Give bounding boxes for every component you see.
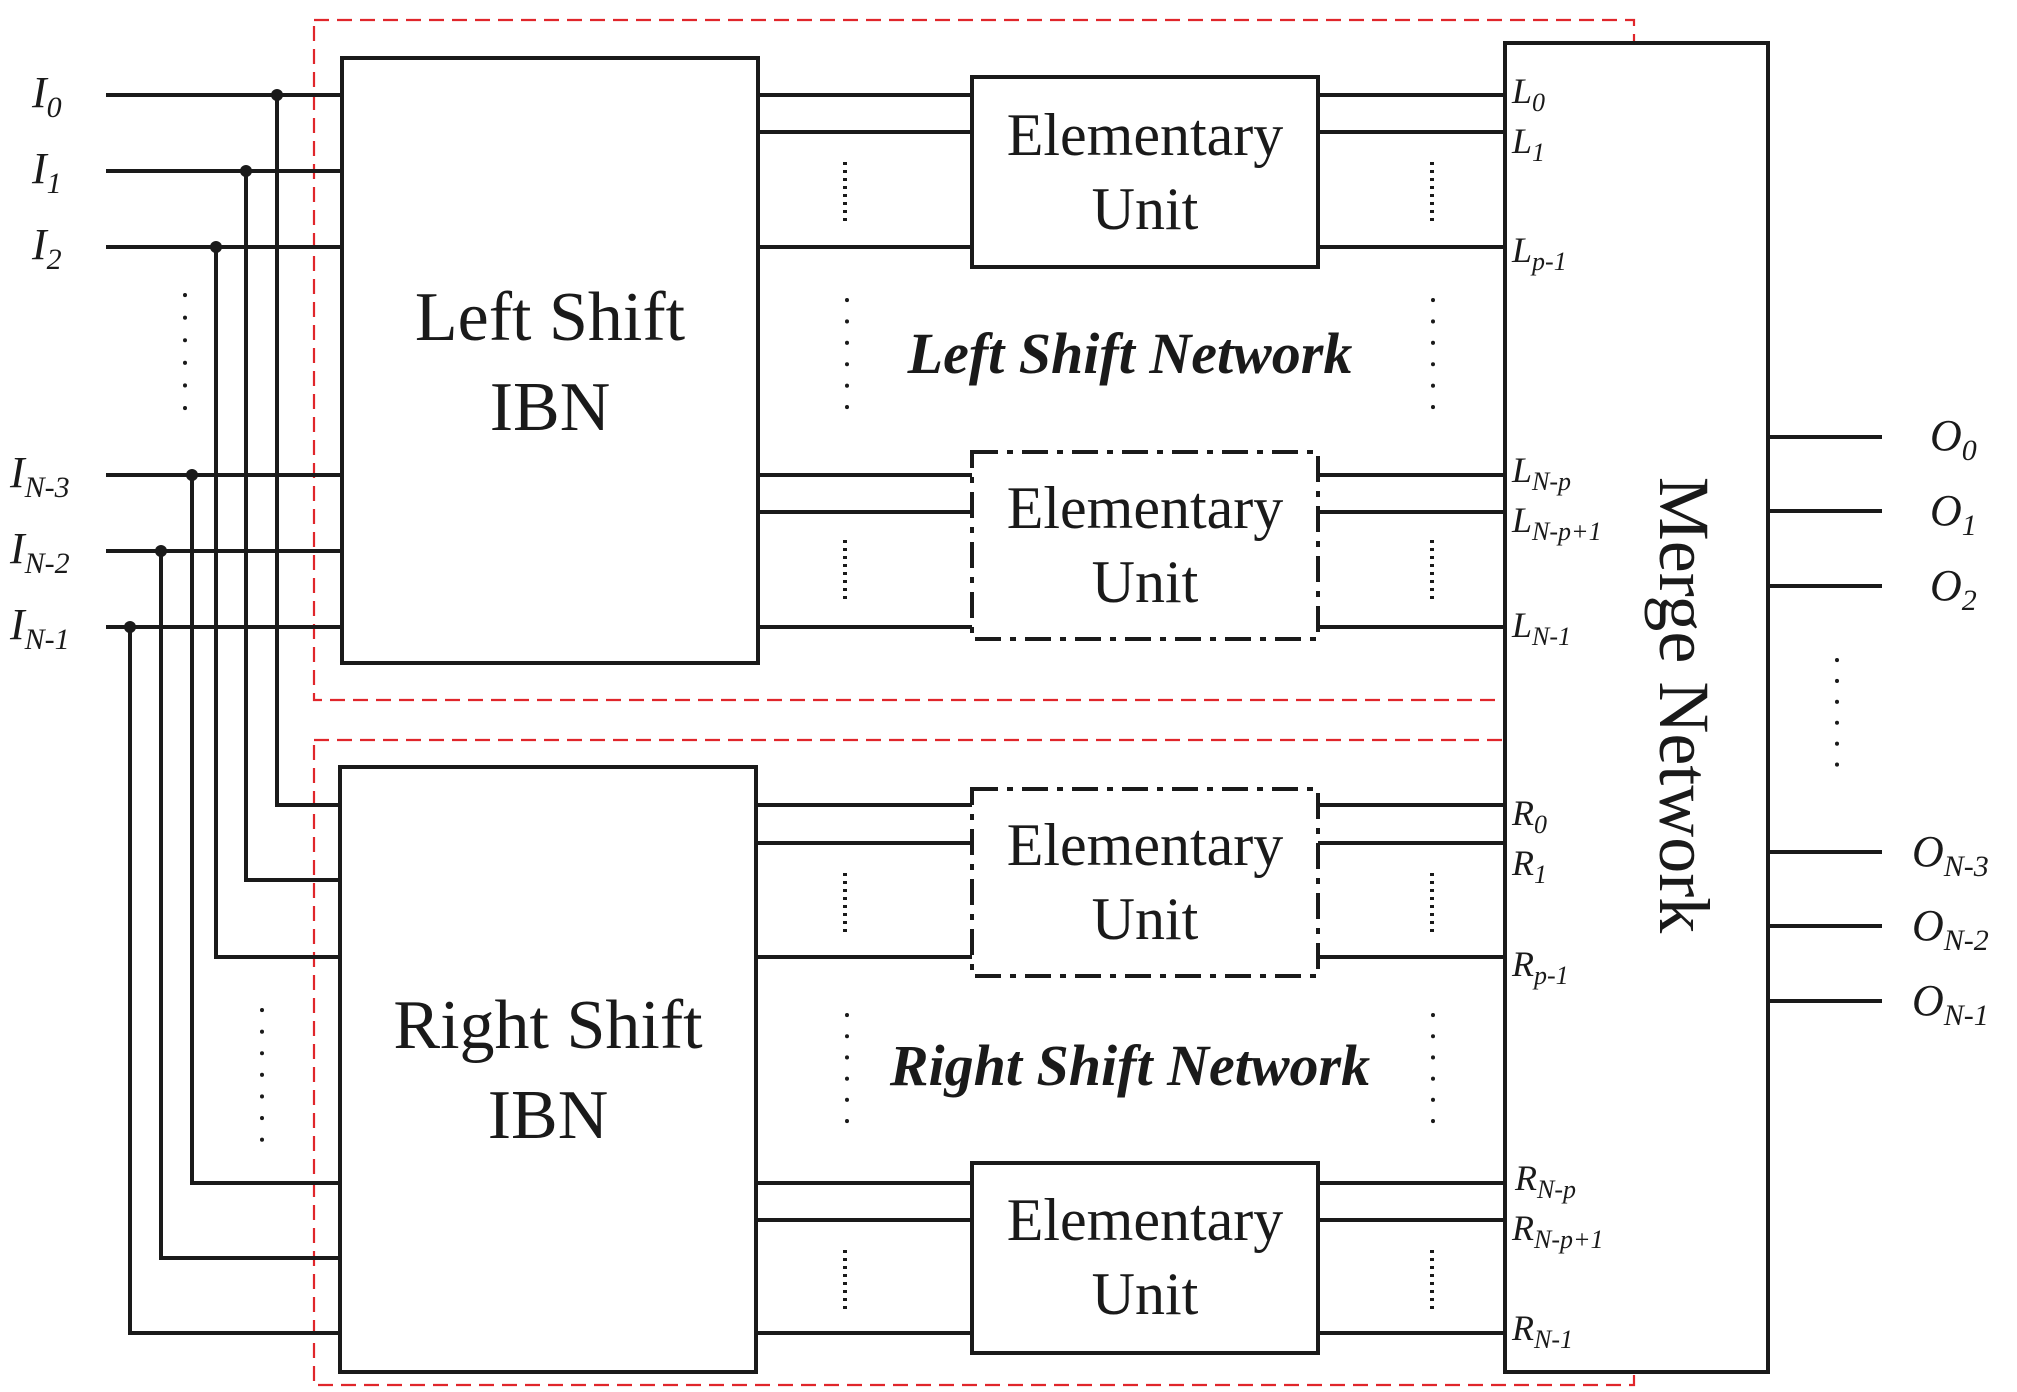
ellipsis-dots bbox=[183, 293, 1839, 1144]
right-shift-ibn-label-line2: IBN bbox=[488, 1077, 609, 1154]
left-network-wires bbox=[758, 93, 1505, 629]
port-label-lp1: Lp-1 bbox=[1511, 230, 1567, 276]
elementary-unit-left-bottom bbox=[970, 450, 1320, 641]
input-label-in1: IN-1 bbox=[9, 600, 70, 656]
small-ellipsis-dots bbox=[843, 162, 1434, 1312]
junction-dots bbox=[124, 89, 283, 633]
output-wires bbox=[1768, 435, 1882, 1003]
left-shift-ibn-label-line2: IBN bbox=[490, 369, 611, 446]
elementary-unit-label-line1: Elementary bbox=[1007, 475, 1284, 541]
port-label-r1: R1 bbox=[1511, 843, 1547, 889]
branch-wires bbox=[128, 95, 342, 1335]
output-label-on2: ON-2 bbox=[1912, 901, 1989, 957]
elementary-unit-label-line2: Unit bbox=[1092, 1261, 1199, 1327]
port-label-r0: R0 bbox=[1511, 793, 1547, 839]
right-shift-ibn-box bbox=[338, 765, 758, 1374]
right-network-wires bbox=[756, 803, 1505, 1335]
left-shift-network-label: Left Shift Network bbox=[907, 321, 1353, 386]
input-label-i1: I1 bbox=[31, 144, 62, 200]
output-label-o1: O1 bbox=[1930, 486, 1977, 542]
input-label-in3: IN-3 bbox=[9, 448, 70, 504]
input-label-in2: IN-2 bbox=[9, 524, 70, 580]
merge-network-label: Merge Network bbox=[1644, 477, 1724, 934]
port-label-lnp1: LN-p+1 bbox=[1511, 500, 1602, 546]
input-label-i2: I2 bbox=[31, 220, 62, 276]
input-wires bbox=[106, 93, 342, 629]
merge-network-box bbox=[1503, 41, 1770, 1374]
elementary-unit-label-line2: Unit bbox=[1092, 176, 1199, 242]
right-shift-network-label: Right Shift Network bbox=[889, 1033, 1370, 1098]
port-label-l0: L0 bbox=[1511, 71, 1545, 117]
elementary-unit-right-bottom bbox=[970, 1161, 1320, 1355]
port-label-rp1: Rp-1 bbox=[1511, 944, 1569, 990]
elementary-unit-label-line1: Elementary bbox=[1007, 1187, 1284, 1253]
output-label-o0: O0 bbox=[1930, 411, 1977, 467]
elementary-unit-right-top bbox=[970, 787, 1320, 978]
elementary-unit-label-line1: Elementary bbox=[1007, 812, 1284, 878]
elementary-unit-left-top bbox=[970, 75, 1320, 269]
port-label-ln1: LN-1 bbox=[1511, 605, 1571, 651]
right-shift-ibn-label-line1: Right Shift bbox=[393, 987, 703, 1064]
output-label-on3: ON-3 bbox=[1912, 827, 1989, 883]
port-label-rn1: RN-1 bbox=[1511, 1308, 1573, 1354]
elementary-unit-label-line1: Elementary bbox=[1007, 102, 1284, 168]
elementary-unit-label-line2: Unit bbox=[1092, 549, 1199, 615]
port-label-l1: L1 bbox=[1511, 121, 1545, 167]
left-shift-ibn-box bbox=[340, 56, 760, 665]
left-shift-ibn-label-line1: Left Shift bbox=[415, 279, 686, 356]
port-label-lnp: LN-p bbox=[1511, 450, 1571, 496]
port-label-rnp1: RN-p+1 bbox=[1511, 1208, 1604, 1254]
output-label-on1: ON-1 bbox=[1912, 976, 1989, 1032]
input-label-i0: I0 bbox=[31, 68, 62, 124]
port-label-rnp: RN-p bbox=[1514, 1158, 1576, 1204]
output-label-o2: O2 bbox=[1930, 561, 1977, 617]
elementary-unit-label-line2: Unit bbox=[1092, 886, 1199, 952]
